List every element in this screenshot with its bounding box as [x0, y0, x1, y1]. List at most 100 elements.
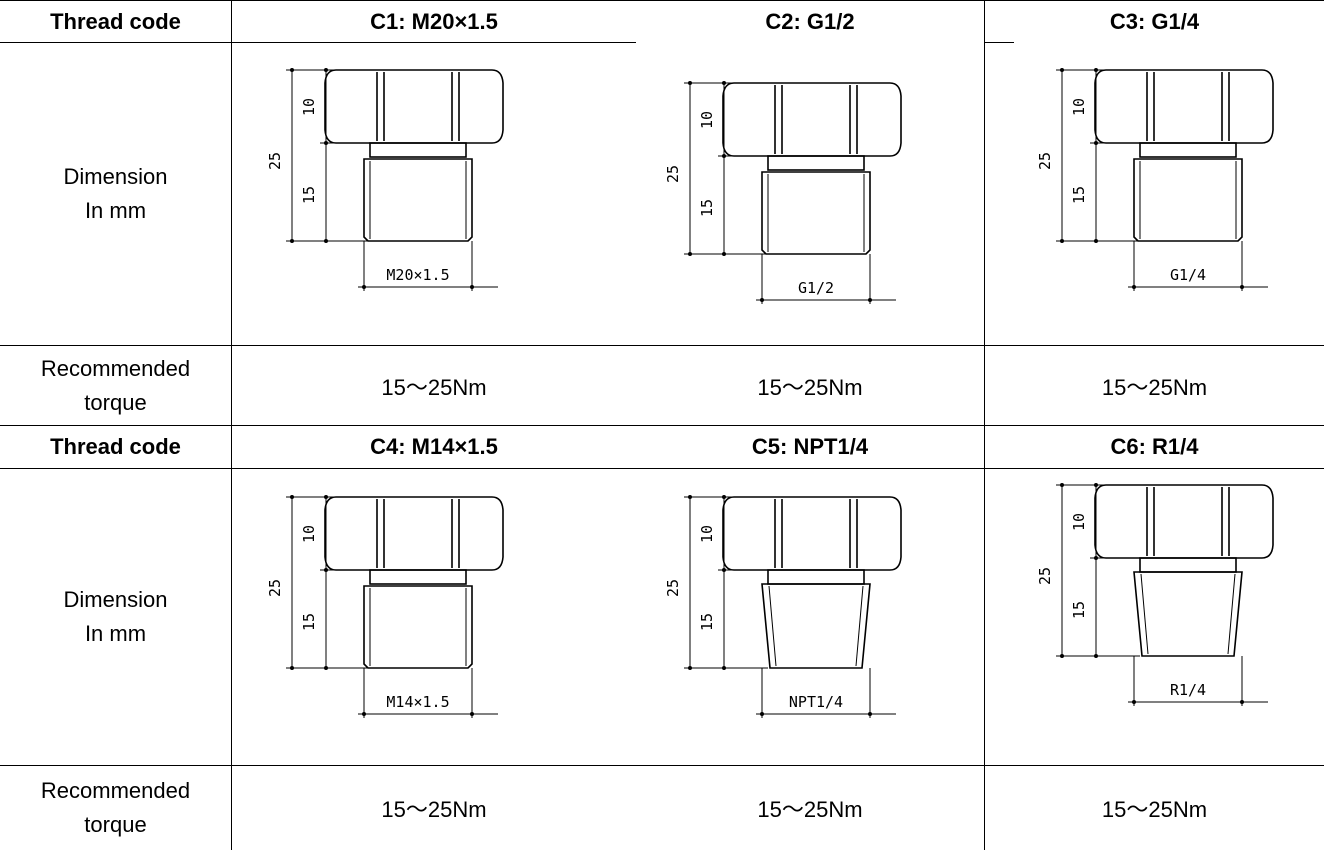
dimension-thread-label: 15: [1070, 186, 1088, 204]
column-header-c6: C6: R1/4: [1110, 434, 1199, 459]
hex-nut-outline: [722, 496, 902, 571]
dimension-tick: [324, 666, 328, 670]
dimension-tick: [470, 712, 474, 716]
dimension-tick: [722, 154, 726, 158]
fitting-neck: [369, 569, 467, 585]
dimension-tick: [1132, 700, 1136, 704]
dimension-tick: [722, 568, 726, 572]
thread-stem-outline: [363, 585, 473, 669]
dimension-tick: [1240, 700, 1244, 704]
dimension-tick: [290, 68, 294, 72]
dimension-tick: [1094, 141, 1098, 145]
dimension-label-line1: Dimension: [63, 587, 168, 612]
hex-nut-outline: [722, 82, 902, 157]
dimension-tick: [1094, 483, 1098, 487]
thread-code-header: Thread code: [50, 434, 181, 459]
dimension-tick: [760, 712, 764, 716]
dimension-tick: [1094, 556, 1098, 560]
dimension-total-label: 25: [1036, 152, 1054, 170]
dimension-tick: [1094, 68, 1098, 72]
table-rule: [0, 425, 1324, 426]
dimension-total-label: 25: [266, 152, 284, 170]
torque-value-c4: 15～25Nm: [381, 797, 487, 822]
torque-value-c2: 15～25Nm: [757, 374, 863, 400]
dimension-tick: [290, 239, 294, 243]
fitting-neck: [767, 569, 865, 585]
hex-nut-outline: [1094, 69, 1274, 144]
dimension-tick: [688, 495, 692, 499]
column-header-c5: C5: NPT1/4: [751, 434, 869, 459]
dimension-label: Dimension In mm: [0, 469, 231, 765]
table-rule: [231, 0, 232, 850]
thread-size-label: G1/2: [798, 279, 834, 297]
thread-minor-line: [855, 585, 864, 667]
thread-stem-outline: [363, 158, 473, 242]
column-header-c3: C3: G1/4: [1109, 8, 1200, 34]
thread-size-label: NPT1/4: [789, 693, 843, 711]
dimension-hex-label: 10: [698, 111, 716, 129]
dimension-tick: [722, 252, 726, 256]
torque-label-line1: Recommended: [40, 778, 191, 803]
thread-code-header: Thread code: [50, 8, 181, 34]
torque-label-line2: torque: [84, 812, 147, 837]
torque-label: Recommended torque: [0, 346, 231, 425]
dimension-total-label: 25: [664, 165, 682, 183]
dimension-hex-label: 10: [1070, 513, 1088, 531]
thread-stem-outline: [1133, 571, 1243, 657]
torque-value-c1: 15～25Nm: [381, 374, 487, 400]
dimension-tick: [324, 239, 328, 243]
column-header-c2: C2: G1/2: [765, 8, 855, 34]
dimension-total-label: 25: [664, 579, 682, 597]
dimension-total-label: 25: [266, 579, 284, 597]
dimension-tick: [1240, 285, 1244, 289]
column-header-c4: C4: M14×1.5: [370, 434, 498, 459]
table-rule: [0, 468, 1324, 469]
dimension-thread-label: 15: [1070, 601, 1088, 619]
dimension-tick: [324, 495, 328, 499]
dimension-hex-label: 10: [698, 525, 716, 543]
table-rule: [0, 345, 1324, 346]
dimension-tick: [1060, 68, 1064, 72]
dimension-hex-label: 10: [1070, 98, 1088, 116]
dimension-tick: [688, 252, 692, 256]
dimension-thread-label: 15: [698, 199, 716, 217]
dimension-tick: [688, 666, 692, 670]
fitting-neck: [767, 155, 865, 171]
dimension-tick: [1094, 654, 1098, 658]
thread-size-label: G1/4: [1170, 266, 1206, 284]
dimension-tick: [1060, 239, 1064, 243]
hex-nut-outline: [324, 496, 504, 571]
thread-minor-line: [1140, 573, 1149, 655]
dimension-tick: [324, 68, 328, 72]
dimension-label-line2: In mm: [84, 198, 147, 223]
dimension-tick: [362, 712, 366, 716]
dimension-tick: [722, 81, 726, 85]
table-rule: [0, 0, 1324, 1]
hex-nut-outline: [1094, 484, 1274, 559]
dimension-tick: [1060, 483, 1064, 487]
fitting-neck: [369, 142, 467, 158]
table-rule: [984, 42, 1014, 43]
dimension-tick: [324, 141, 328, 145]
table-rule: [0, 765, 1324, 766]
fitting-neck: [1139, 557, 1237, 573]
dimension-thread-label: 15: [300, 186, 318, 204]
dimension-tick: [362, 285, 366, 289]
thread-size-label: R1/4: [1170, 681, 1206, 699]
dimension-total-label: 25: [1036, 567, 1054, 585]
torque-label: Recommended torque: [0, 766, 231, 850]
fitting-neck: [1139, 142, 1237, 158]
dimension-tick: [324, 568, 328, 572]
dimension-thread-label: 15: [300, 613, 318, 631]
dimension-tick: [688, 81, 692, 85]
dimension-tick: [722, 495, 726, 499]
thread-stem-outline: [1133, 158, 1243, 242]
torque-label-line2: torque: [84, 389, 147, 415]
